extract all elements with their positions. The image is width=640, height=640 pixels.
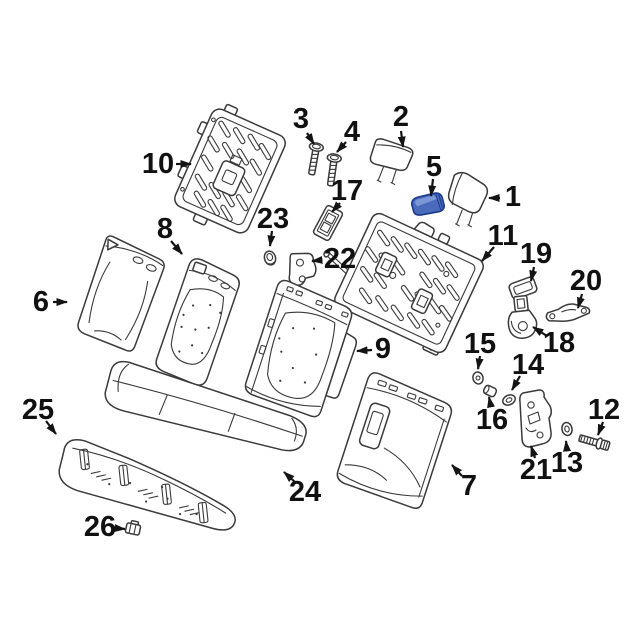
callout-number-10: 10 [142, 148, 174, 180]
callout-number-13: 13 [551, 447, 583, 479]
callout-number-11: 11 [488, 220, 519, 252]
part-25-seat-cushion-pad [58, 439, 236, 531]
callout-number-22: 22 [324, 243, 356, 275]
callout-arrow-7 [451, 464, 463, 477]
part-6-seat-back-cover [77, 235, 165, 352]
callout-number-23: 23 [257, 203, 289, 235]
part-2-headrest [369, 138, 414, 185]
callout-arrow-4 [336, 141, 347, 153]
callout-number-21: 21 [520, 454, 552, 486]
callout-number-3: 3 [293, 103, 309, 135]
callout-number-1: 1 [505, 181, 521, 213]
callout-number-20: 20 [570, 265, 602, 297]
part-16-spacer [482, 384, 498, 398]
callout-arrow-26 [113, 524, 126, 533]
callout-number-16: 16 [476, 404, 508, 436]
callout-number-26: 26 [84, 511, 116, 543]
part-5-headrest-guide-highlighted [411, 192, 445, 216]
callout-arrow-23 [267, 230, 276, 247]
callout-number-6: 6 [33, 286, 49, 318]
callout-number-24: 24 [289, 476, 321, 508]
callout-number-15: 15 [464, 328, 496, 360]
callout-number-7: 7 [461, 470, 477, 502]
callout-number-17: 17 [331, 175, 363, 207]
callout-number-2: 2 [393, 101, 409, 133]
callout-arrow-25 [45, 420, 57, 435]
callout-arrow-18 [532, 326, 548, 337]
callout-arrow-16 [487, 396, 495, 409]
part-26-clip [124, 519, 142, 536]
callout-arrow-9 [356, 346, 373, 355]
part-9-seat-back-pad [244, 279, 358, 418]
callout-number-9: 9 [375, 333, 391, 365]
callout-arrow-12 [596, 421, 606, 436]
callout-arrow-8 [170, 240, 183, 255]
callout-arrow-11 [481, 246, 495, 262]
callout-arrow-17 [331, 201, 342, 213]
part-17-striker-plate [312, 204, 344, 242]
callout-arrow-24 [283, 471, 297, 484]
part-15-washer [472, 371, 484, 385]
part-7-seat-back-cover [336, 372, 453, 509]
callout-number-8: 8 [157, 213, 173, 245]
callout-number-18: 18 [543, 327, 575, 359]
callout-arrow-14 [511, 375, 521, 391]
callout-arrow-22 [311, 255, 323, 264]
part-23-clip [263, 250, 277, 266]
callout-number-12: 12 [588, 394, 620, 426]
callout-number-19: 19 [520, 238, 552, 270]
part-10-seat-back-panel [174, 103, 286, 234]
part-24-seat-cushion-cover [104, 360, 307, 452]
callout-number-25: 25 [22, 394, 54, 426]
callout-arrow-19 [529, 266, 538, 282]
callout-arrow-5 [428, 178, 437, 197]
part-12-bolt [578, 434, 611, 451]
part-1-headrest [447, 171, 489, 228]
part-14-grommet [502, 394, 516, 406]
callout-arrow-20 [576, 293, 585, 309]
part-3-bolt [308, 142, 325, 176]
part-8-seat-back-pad [155, 258, 240, 386]
part-18-latch [507, 294, 538, 340]
callout-number-5: 5 [426, 151, 442, 183]
part-4-bolt [326, 153, 342, 187]
callout-number-14: 14 [512, 349, 544, 381]
part-20-bracket [545, 303, 591, 323]
callout-arrow-2 [397, 130, 406, 148]
callout-arrow-13 [563, 440, 572, 452]
part-19-bezel [508, 276, 538, 300]
part-21-hinge-bracket [519, 389, 553, 448]
callout-arrow-3 [304, 132, 315, 145]
callout-arrow-21 [529, 445, 539, 459]
part-13-washer [561, 421, 573, 437]
callout-number-4: 4 [344, 116, 360, 148]
part-22-bracket [288, 252, 317, 287]
callout-arrow-15 [475, 355, 484, 370]
